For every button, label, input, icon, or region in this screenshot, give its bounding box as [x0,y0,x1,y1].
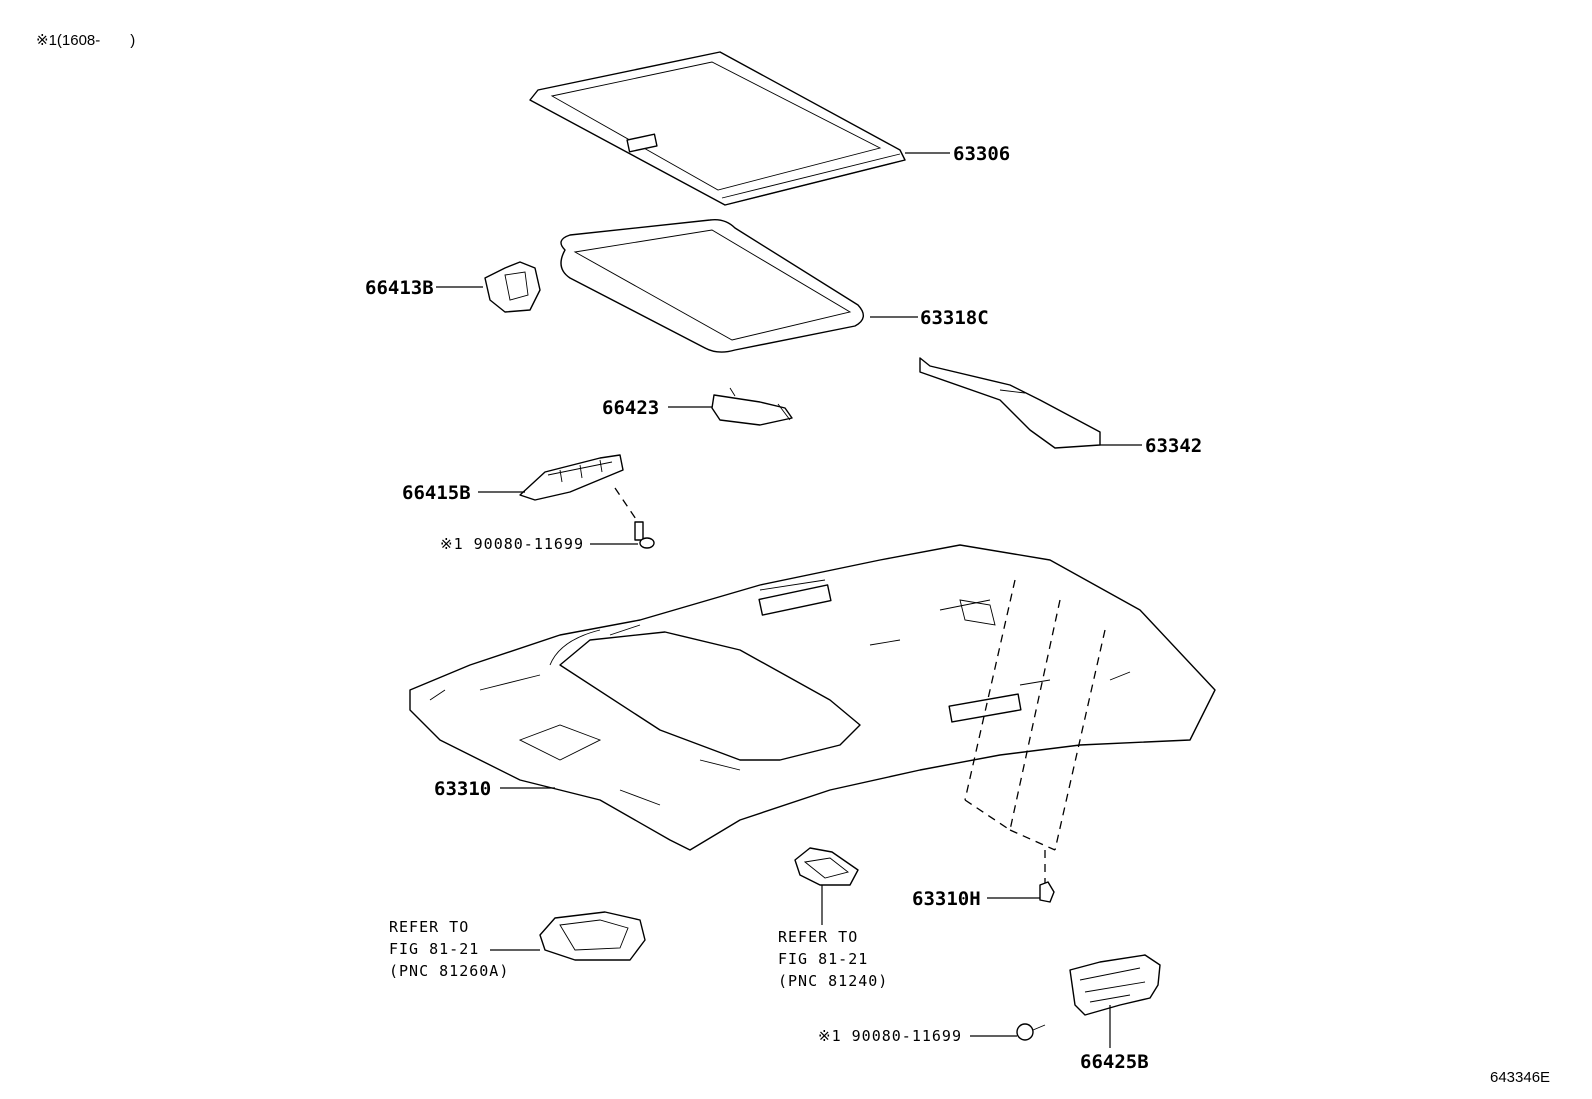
clip-63310H [1039,881,1055,903]
refer-left-line3: (PNC 81260A) [389,962,509,980]
refer-left-line2: FIG 81-21 [389,940,479,958]
screw-upper [634,521,655,549]
part-label-66415B: 66415B [402,482,471,504]
refer-mid-line1: REFER TO [778,928,858,946]
part-label-63306: 63306 [953,143,1010,165]
map-lamp-left [539,911,646,961]
part-label-screw-upper: ※1 90080-11699 [440,535,584,553]
bracket-66413B [484,261,541,313]
part-label-63310H: 63310H [912,888,981,910]
bracket-66423 [711,387,793,426]
part-label-63342: 63342 [1145,435,1202,457]
headliner-63310 [409,544,1216,851]
part-label-screw-lower: ※1 90080-11699 [818,1027,962,1045]
part-label-63318C: 63318C [920,307,989,329]
dome-lamp-middle [794,847,859,886]
sunshade-63306 [529,51,906,206]
seal-frame-63318C [560,218,864,353]
header-note: ※1(1608- ) [36,32,135,49]
part-label-63310: 63310 [434,778,491,800]
pad-63342 [919,357,1101,449]
part-label-66423: 66423 [602,397,659,419]
refer-mid-line3: (PNC 81240) [778,972,888,990]
part-label-66425B: 66425B [1080,1051,1149,1073]
part-label-66413B: 66413B [365,277,434,299]
bracket-66415B [519,454,624,501]
cover-66425B [1069,954,1161,1016]
screw-lower [1016,1023,1046,1041]
drawing-id: 643346E [1490,1069,1550,1086]
refer-mid-line2: FIG 81-21 [778,950,868,968]
refer-left-line1: REFER TO [389,918,469,936]
